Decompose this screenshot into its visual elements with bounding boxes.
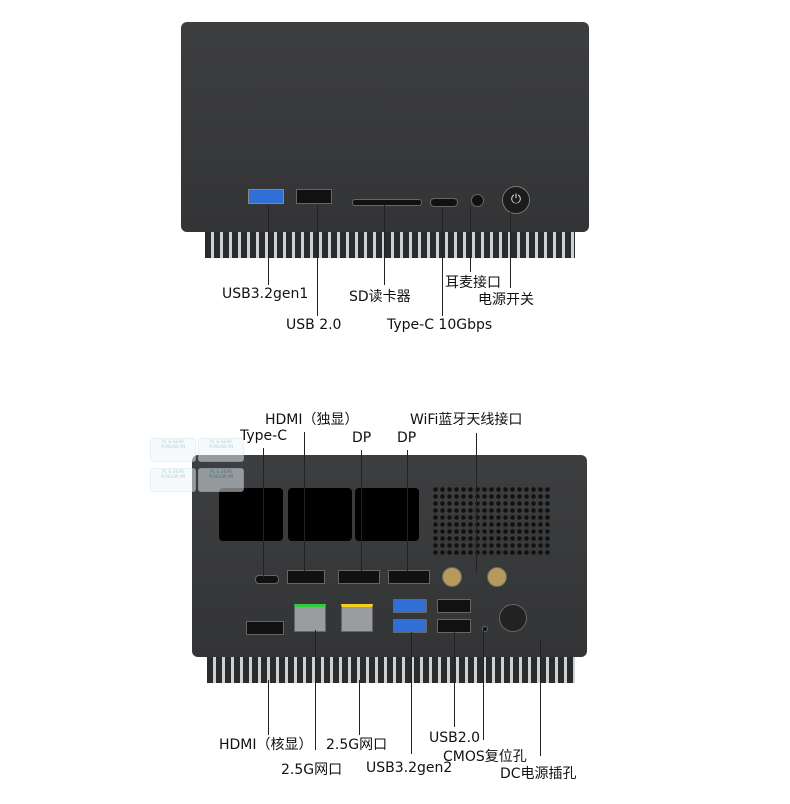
wifi-antenna-2 [487, 567, 507, 587]
usb3-port-rear-1 [393, 599, 427, 613]
label-power-switch: 电源开关 [478, 292, 534, 308]
port-cover [355, 488, 419, 541]
lan-port-2 [341, 604, 373, 632]
label-sd-reader: SD读卡器 [349, 289, 411, 305]
label-dc-jack: DC电源插孔 [500, 766, 577, 782]
rear-vent [207, 657, 575, 683]
label-hdmi-dgpu: HDMI（独显） [265, 412, 359, 428]
label-usb20: USB 2.0 [286, 317, 342, 333]
usb2-port-rear-1 [437, 599, 471, 613]
label-dp-1: DP [352, 430, 372, 446]
vent-mesh [432, 486, 550, 556]
cmos-reset-hole [482, 626, 488, 632]
leader-line [411, 632, 412, 754]
port-cover [219, 488, 283, 541]
lan-port-1 [294, 604, 326, 632]
dp-port-1 [338, 570, 380, 584]
label-lan-2: 2.5G网口 [326, 737, 388, 753]
leader-line [361, 450, 362, 572]
leader-line [384, 205, 385, 285]
label-audio-jack: 耳麦接口 [445, 275, 501, 291]
leader-line [268, 205, 269, 285]
leader-line [510, 212, 511, 288]
wifi-antenna-1 [442, 567, 462, 587]
label-wifi-antenna: WiFi蓝牙天线接口 [410, 412, 523, 428]
typec-port-front [430, 198, 458, 207]
label-typec-rear: Type-C [240, 428, 287, 444]
leader-line [476, 433, 477, 573]
leader-line [315, 630, 316, 750]
hdmi-igpu-port [246, 621, 284, 635]
label-usb20-rear: USB2.0 [429, 730, 481, 746]
leader-line [540, 640, 541, 756]
leader-line [304, 432, 305, 572]
leader-line [263, 448, 264, 578]
power-button[interactable]: ⏻ [502, 186, 530, 214]
leader-line [359, 680, 360, 735]
usb3-port-front [248, 189, 284, 204]
label-usb32gen1: USB3.2gen1 [222, 286, 309, 302]
leader-line [317, 205, 318, 316]
usb2-port-front [296, 189, 332, 204]
dc-jack [499, 604, 527, 632]
typec-port-rear [255, 575, 279, 584]
label-hdmi-igpu: HDMI（核显） [219, 737, 313, 753]
leader-line [483, 630, 484, 740]
sd-slot [352, 199, 422, 206]
front-vent [205, 232, 575, 258]
label-typec-10gbps: Type-C 10Gbps [387, 317, 493, 333]
audio-jack [471, 194, 484, 207]
hdmi-dgpu-port [287, 570, 325, 584]
label-lan-1: 2.5G网口 [281, 762, 343, 778]
label-cmos-reset: CMOS复位孔 [443, 749, 527, 765]
leader-line [407, 450, 408, 572]
label-usb32gen2: USB3.2gen2 [366, 760, 453, 776]
usb3-port-rear-2 [393, 619, 427, 633]
leader-line [470, 207, 471, 272]
leader-line [268, 680, 269, 735]
usb2-port-rear-2 [437, 619, 471, 633]
leader-line [442, 207, 443, 316]
dp-port-2 [388, 570, 430, 584]
port-cover [288, 488, 352, 541]
leader-line [454, 632, 455, 727]
label-dp-2: DP [397, 430, 417, 446]
